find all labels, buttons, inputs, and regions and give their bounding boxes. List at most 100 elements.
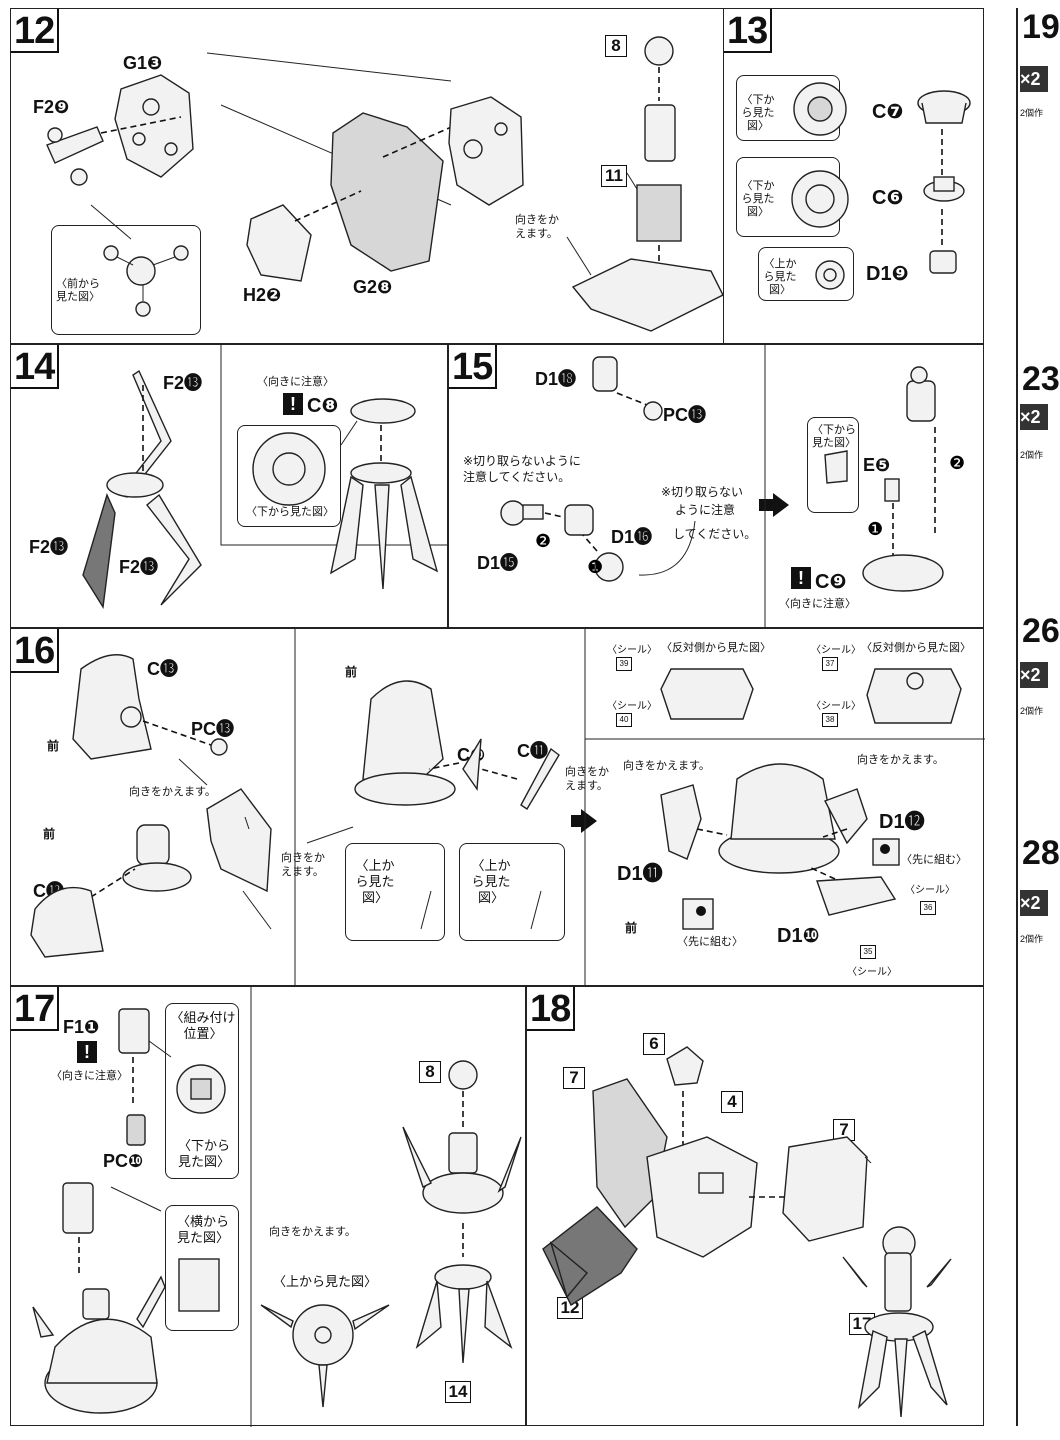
bottom-view-caption: 〈下から見た図〉 — [812, 424, 856, 449]
step-12-number: 12 — [11, 9, 60, 53]
next-note-26: 2個作 — [1020, 706, 1044, 716]
assembly-position-caption: 〈組み付け位置〉 — [170, 1010, 236, 1041]
part-label-d16: D1⓰ — [611, 527, 653, 547]
step-15-number: 15 — [449, 345, 498, 389]
part-label-d12: D1⓬ — [879, 811, 925, 833]
turn-note: 向きをかえます。 — [515, 214, 559, 240]
seal-text: 〈シール〉 — [905, 885, 955, 896]
seal-text: 〈シール〉 — [607, 701, 657, 712]
part-label-c13: C⓭ — [147, 659, 178, 679]
front-view-caption: 〈前から見た図〉 — [56, 278, 100, 303]
top-view-inset-2: 〈上から見た図〉 — [459, 843, 565, 941]
next-arrow — [759, 499, 775, 511]
ref-box-7b: 7 — [833, 1119, 855, 1141]
first-note-1: 〈先に組む〉 — [901, 854, 967, 866]
cut-note-right-1: ※切り取らない — [661, 485, 744, 499]
front-label-3: 前 — [345, 665, 358, 679]
seal-label-38: 〈シール〉 — [811, 697, 861, 712]
bottom-view-caption: 〈下から見た図〉 — [177, 1138, 230, 1169]
seal-tag-40: 40 — [616, 713, 632, 727]
part-label-c9: C❾ — [815, 571, 847, 593]
step-17-panel: 17 F1❶ ! 〈向きに注意〉 PC❿ 〈組み付け位置〉 〈下から見た図〉 〈… — [10, 986, 526, 1427]
step-17-drawing — [32, 987, 522, 1427]
part-label-d10: D1❿ — [777, 925, 820, 947]
ref-box-4: 4 — [721, 1091, 743, 1113]
seal-label-39: 〈シール〉 — [607, 641, 657, 656]
bottom-view-caption: 〈下から見た図〉 — [246, 506, 334, 518]
part-label-f2: F2❾ — [33, 97, 70, 117]
opposite-view-1: 〈反対側から見た図〉 — [661, 642, 771, 654]
step-14-panel: 14 F2⓭ F2⓭ F2⓭ 〈向きに注意〉 ! C❽ 〈下から見た図〉 — [10, 344, 449, 628]
step-14-number: 14 — [11, 345, 60, 389]
next-arrow — [571, 815, 581, 827]
step-16-drawing — [30, 629, 985, 987]
step-12-panel: 12 G1❸ F2❾ H2❷ G2❽ 8 11 向きをかえます。 〈前から見た図… — [10, 8, 724, 344]
seal-tag-37: 37 — [822, 657, 838, 671]
part-label-c11: C⓫ — [517, 741, 548, 761]
opposite-view-2: 〈反対側から見た図〉 — [861, 642, 971, 654]
ref-box-8: 8 — [419, 1061, 441, 1083]
ref-box-11: 11 — [601, 165, 627, 187]
part-label-pc13: PC⓭ — [191, 719, 235, 739]
part-label-d18: D1⓲ — [535, 369, 577, 389]
next-note-28: 2個作 — [1020, 934, 1044, 944]
turn-note-3: 向きをかえます。 — [565, 766, 609, 792]
step-18-panel: 18 6 7 4 7 12 17 — [526, 986, 984, 1426]
part-label-c8: C❽ — [307, 395, 339, 417]
seal-num-40: 40 — [613, 713, 632, 727]
seal-text: 〈シール〉 — [847, 967, 897, 978]
seal-text: 〈シール〉 — [811, 701, 861, 712]
top-view-caption-2: 〈上から見た図〉 — [471, 858, 511, 905]
top-view-inset-1: 〈上から見た図〉 — [345, 843, 445, 941]
ref-box-6: 6 — [643, 1033, 665, 1055]
step-17-number: 17 — [11, 987, 60, 1031]
seal-text: 〈シール〉 — [811, 645, 861, 656]
part-label-g1: G1❸ — [123, 53, 163, 73]
front-view-inset: 〈前から見た図〉 — [51, 225, 201, 335]
ref-box-14: 14 — [445, 1381, 471, 1403]
part-label-pc10: PC❿ — [103, 1151, 144, 1171]
front-label-1: 前 — [47, 739, 60, 753]
part-label-d19: D1❾ — [866, 263, 909, 285]
turn-note-1: 向きをかえます。 — [129, 786, 216, 798]
seal-tag-35: 35 — [860, 945, 876, 959]
step-18-number: 18 — [527, 987, 576, 1031]
seal-tag-38: 38 — [822, 713, 838, 727]
bottom-view-caption-1: 〈下から見た図〉 — [741, 94, 775, 132]
part-label-h2: H2❷ — [243, 285, 282, 305]
next-arrow-head — [773, 493, 789, 517]
next-note-19: 2個作 — [1020, 108, 1044, 118]
top-view-caption: 〈上から見た図〉 — [273, 1274, 378, 1289]
next-multiplier-28: ×2 — [1020, 890, 1048, 916]
cut-note-left: ※切り取らないように注意してください。 — [463, 454, 581, 484]
part-label-d15: D1⓯ — [477, 553, 519, 573]
turn-note-5: 向きをかえます。 — [857, 754, 944, 766]
part-label-f1: F1❶ — [63, 1017, 100, 1037]
part-label-pc13: PC⓭ — [663, 405, 707, 425]
step-15-order-2: ❷ — [535, 531, 551, 552]
seal-text: 〈シール〉 — [607, 645, 657, 656]
part-label-c6: C❻ — [872, 187, 904, 209]
next-page-column: 19 ×2 2個作 23 ×2 2個作 26 ×2 2個作 28 ×2 2個作 — [1016, 8, 1060, 1426]
next-step-28: 28 — [1022, 834, 1060, 872]
side-view-caption: 〈横から見た図〉 — [176, 1214, 229, 1245]
part-label-e5: E❺ — [863, 455, 891, 475]
next-step-26: 26 — [1022, 612, 1060, 650]
step-13-number: 13 — [724, 9, 773, 53]
step-14-drawing — [82, 345, 449, 610]
seal-num-39: 39 — [613, 657, 632, 671]
front-label-4: 前 — [625, 921, 638, 935]
top-view-inset: 〈上から見た図〉 — [758, 247, 854, 301]
seal-tag-39: 39 — [616, 657, 632, 671]
ref-box-7a: 7 — [563, 1067, 585, 1089]
step-15-drawing: ❷ ❶ ❶ ❷ — [500, 345, 965, 629]
step-13-drawing — [791, 82, 971, 290]
step-18-drawing — [542, 1046, 952, 1418]
part-label-f2-top: F2⓭ — [163, 373, 203, 393]
step-16-panel: 16 C⓭ PC⓭ 前 向きをかえます。 前 C⓬ 前 C❿ C⓫ 向きをかえま… — [10, 628, 985, 987]
step-15-panel: 15 D1⓲ PC⓭ ※切り取らないように注意してください。 ※切り取らない よ… — [448, 344, 984, 629]
turn-note-4: 向きをかえます。 — [623, 760, 710, 772]
step-15-order-2b: ❷ — [949, 453, 965, 474]
seal-label-36: 〈シール〉 — [905, 881, 955, 896]
seal-label-40: 〈シール〉 — [607, 697, 657, 712]
